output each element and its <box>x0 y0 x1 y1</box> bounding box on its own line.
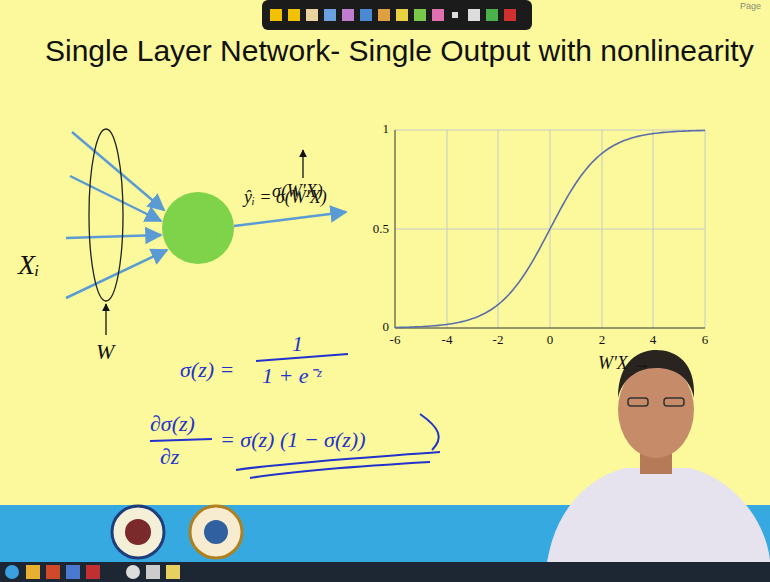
handwritten-math: ∂σ(z) <box>150 412 195 436</box>
toolbar <box>262 0 532 30</box>
taskbar <box>0 562 770 582</box>
network-illustration <box>66 129 346 335</box>
tick-label: 0 <box>547 333 554 347</box>
tick-label: 2 <box>599 333 606 347</box>
handwritten-math: ∂z <box>160 445 179 469</box>
tick-label: -2 <box>493 333 504 347</box>
handwritten-math: σ(z) = <box>180 358 234 382</box>
taskbar-icons <box>5 565 180 579</box>
tick-label: 1 <box>383 122 390 136</box>
handwritten-math: = σ(z) (1 − σ(z)) <box>220 428 365 452</box>
handwriting <box>150 354 440 478</box>
slide-title: Single Layer Network- Single Output with… <box>45 34 754 67</box>
tick-label: 6 <box>702 333 709 347</box>
tick-label: 0.5 <box>373 222 389 236</box>
logos <box>112 506 242 558</box>
axis-label: σ(W'X) <box>272 182 323 202</box>
sigmoid-plot <box>395 130 705 328</box>
handwritten-math: 1 <box>292 332 303 356</box>
tick-label: -6 <box>390 333 401 347</box>
axis-label: W'X → <box>598 354 650 374</box>
tick-label: 4 <box>650 333 657 347</box>
handwritten-math: 1 + e⁻ᶻ <box>262 364 321 388</box>
presenter <box>545 350 770 582</box>
tick-label: -4 <box>442 333 453 347</box>
input-label: Xᵢ <box>18 250 40 281</box>
tick-label: 0 <box>383 320 390 334</box>
page-marker: Page <box>740 2 761 12</box>
weight-label: W <box>96 340 114 364</box>
